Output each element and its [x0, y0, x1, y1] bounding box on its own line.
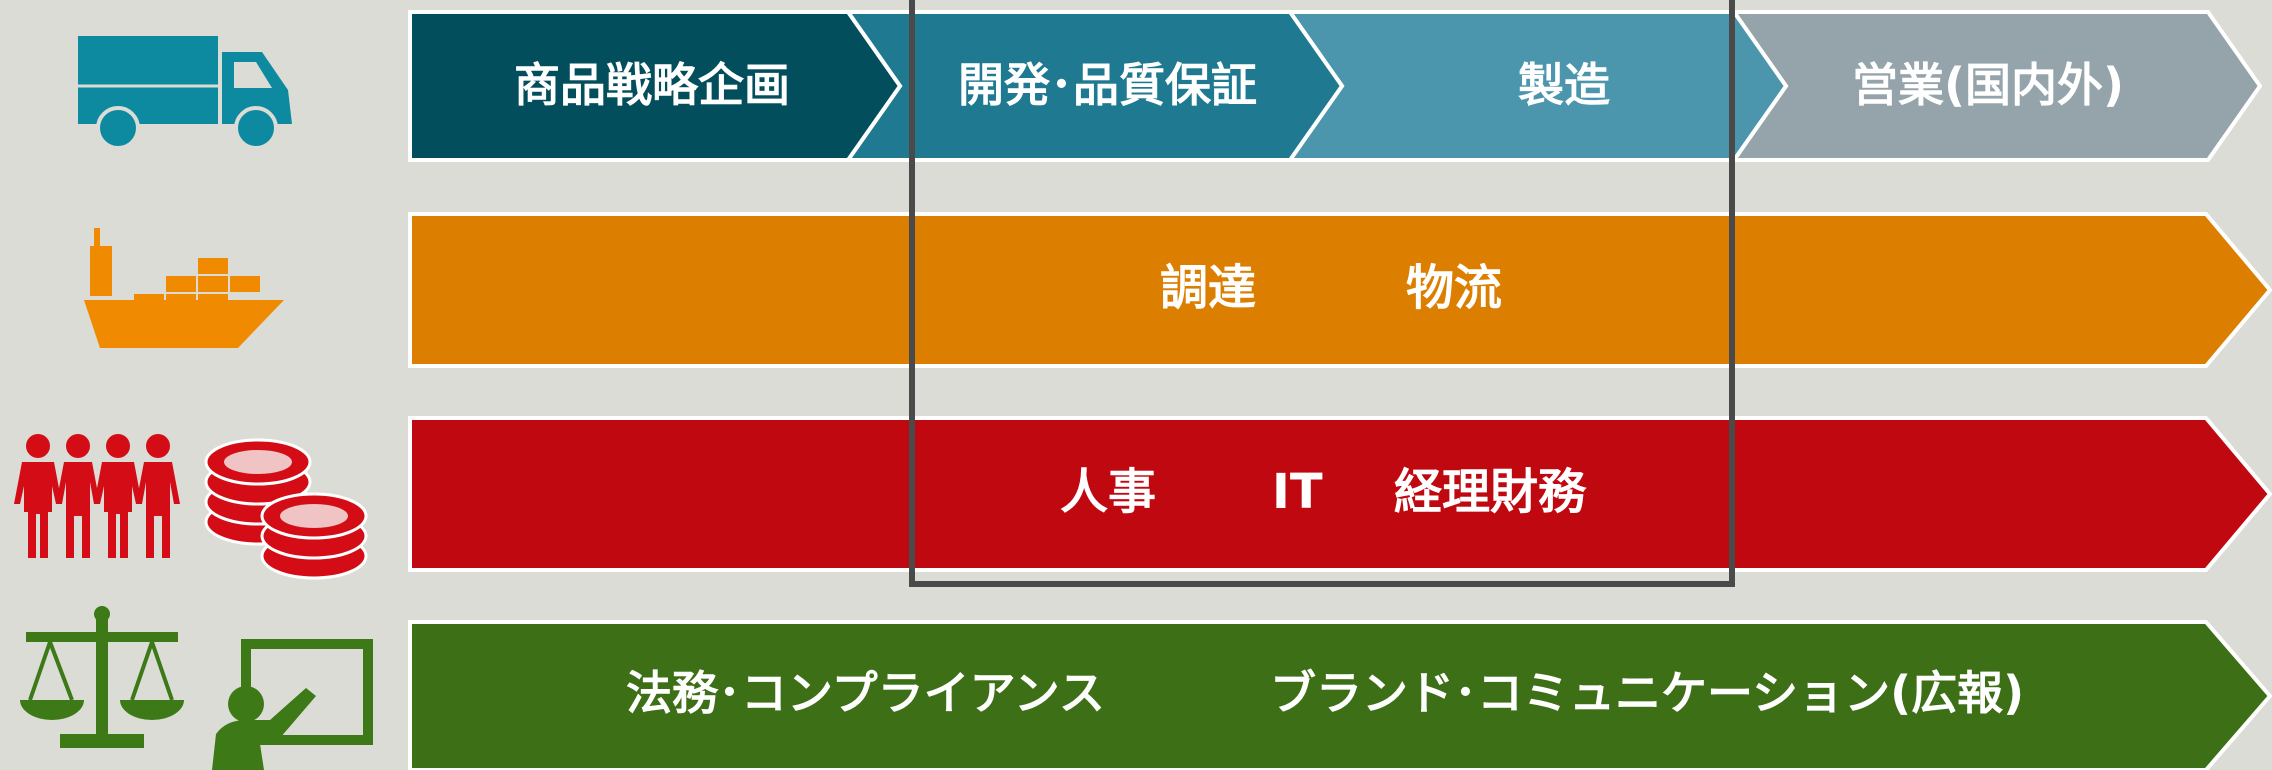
logistics-label: 物流 [1406, 260, 1503, 316]
stage-label-1: 商品戦略企画 [514, 58, 790, 112]
stage-label-3: 製造 [1518, 58, 1610, 112]
stage-arrow-1 [408, 10, 903, 162]
corporate-arrow [408, 416, 2272, 572]
cargo-ship-icon [84, 228, 284, 348]
hr-label: 人事 [1060, 464, 1157, 520]
focus-frame [909, 0, 1735, 587]
compliance-arrow [408, 620, 2272, 770]
procurement-arrow [408, 212, 2272, 368]
accounting-finance-label: 経理財務 [1394, 464, 1587, 520]
legal-compliance-label: 法務･コンプライアンス [626, 666, 1105, 720]
people-and-coins-icon [14, 434, 368, 580]
stage-label-4: 営業(国内外) [1852, 58, 2125, 112]
it-label: IT [1272, 464, 1323, 520]
stage-label-2: 開発･品質保証 [958, 58, 1257, 112]
brand-communication-label: ブランド･コミュニケーション(広報) [1270, 666, 2025, 720]
scales-and-presentation-icon [20, 606, 373, 770]
procurement-label: 調達 [1160, 260, 1257, 316]
delivery-truck-icon [78, 36, 292, 150]
